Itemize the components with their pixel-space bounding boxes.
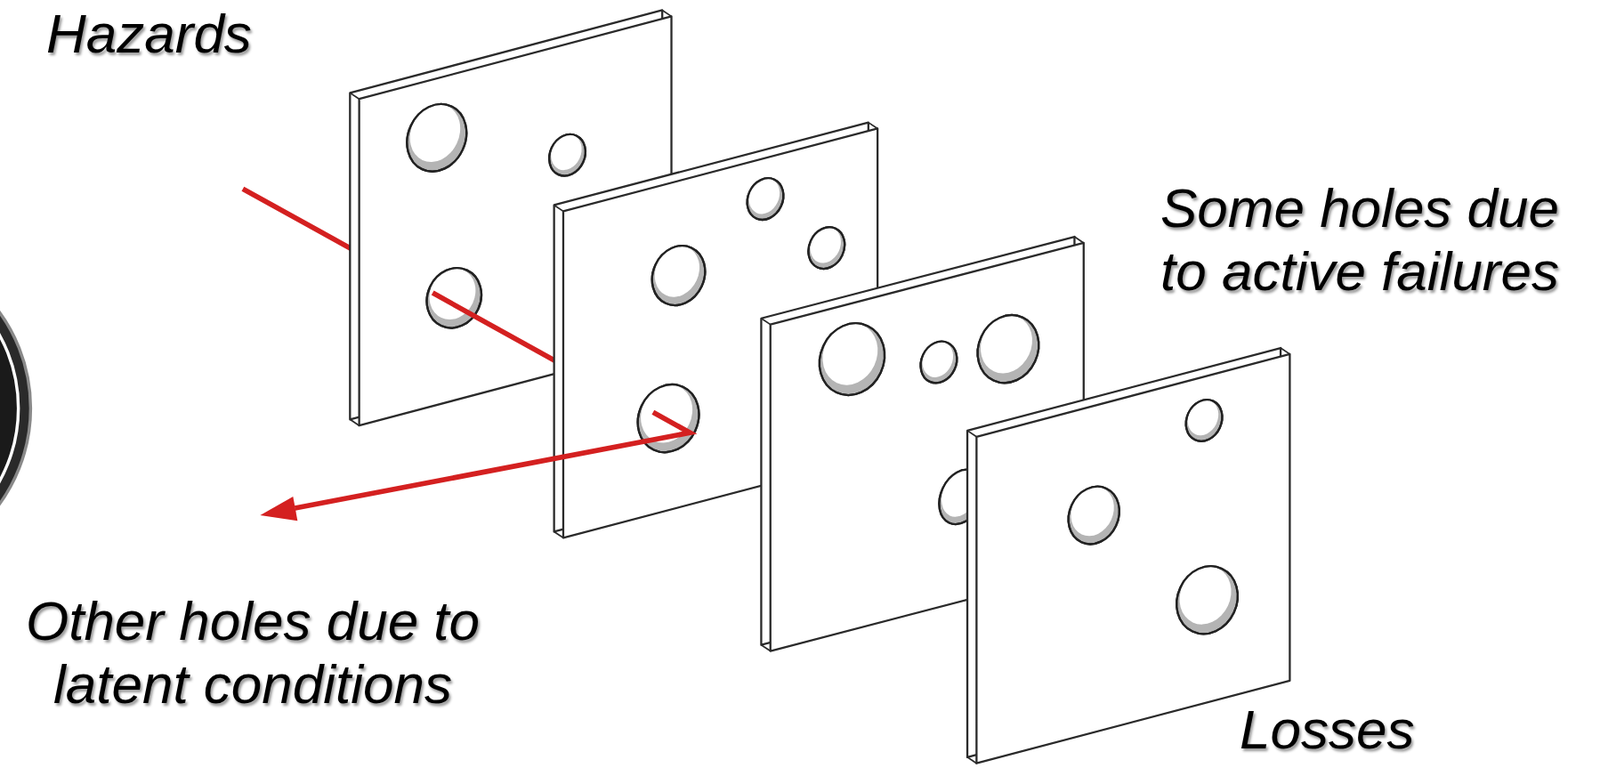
disc-ring <box>0 257 19 559</box>
slice-corner <box>1280 347 1290 355</box>
hole <box>417 258 492 338</box>
hole-rim <box>395 94 477 182</box>
hole-rim <box>542 128 593 182</box>
flow-end-label: Hazards <box>46 1 314 65</box>
hole <box>808 312 897 406</box>
hazard-trajectory <box>294 412 690 509</box>
hole-rim <box>808 312 897 406</box>
slice-corner <box>662 9 671 17</box>
slice-corner <box>349 419 359 426</box>
hole-outline <box>1058 477 1129 553</box>
hole <box>913 335 964 389</box>
hole-rim <box>642 236 715 315</box>
hole-rim <box>913 335 964 389</box>
hazard-trajectory <box>432 292 564 365</box>
hole-rim <box>1058 477 1129 553</box>
hole-outline <box>740 172 791 227</box>
hole-outline <box>966 305 1050 394</box>
hole-outline <box>801 221 852 275</box>
illustration-group <box>0 9 1290 763</box>
slice-corner <box>967 430 977 437</box>
hole-outline <box>808 312 897 406</box>
hole-outline <box>542 128 593 182</box>
hole <box>395 94 477 182</box>
hole-outline <box>913 335 964 389</box>
hole <box>642 236 715 315</box>
slice-corner <box>1074 236 1083 243</box>
annotation-label: Other holes due to latent conditions <box>5 589 501 717</box>
hole-rim <box>1179 393 1229 447</box>
hole <box>542 128 593 182</box>
dark-disc <box>0 244 31 572</box>
slice-corner <box>554 204 564 211</box>
hole <box>966 305 1050 394</box>
slice-corner <box>349 92 359 99</box>
hole-outline <box>642 236 715 315</box>
hazard-trajectory <box>242 188 357 252</box>
hole-rim <box>417 258 492 338</box>
slice-corner <box>760 645 770 652</box>
slice-corner <box>967 757 977 764</box>
hole-rim <box>740 172 791 227</box>
hole <box>1179 393 1229 447</box>
hole <box>801 221 852 275</box>
hole <box>740 172 791 227</box>
hole-rim <box>966 305 1050 394</box>
slice-corner <box>760 318 770 325</box>
hole-rim <box>1165 556 1249 645</box>
arrow-head <box>259 496 298 521</box>
hole <box>1165 556 1249 645</box>
hole-outline <box>1179 393 1229 447</box>
hole-outline <box>417 258 492 338</box>
slice-corner <box>868 122 878 130</box>
hole-outline <box>395 94 477 182</box>
hole-rim <box>801 221 852 275</box>
hole <box>1058 477 1129 553</box>
hole-outline <box>1165 556 1249 645</box>
flow-end-label: Losses <box>1239 697 1471 761</box>
annotation-label: Some holes due to active failures <box>1150 176 1569 304</box>
slice-corner <box>554 531 564 538</box>
